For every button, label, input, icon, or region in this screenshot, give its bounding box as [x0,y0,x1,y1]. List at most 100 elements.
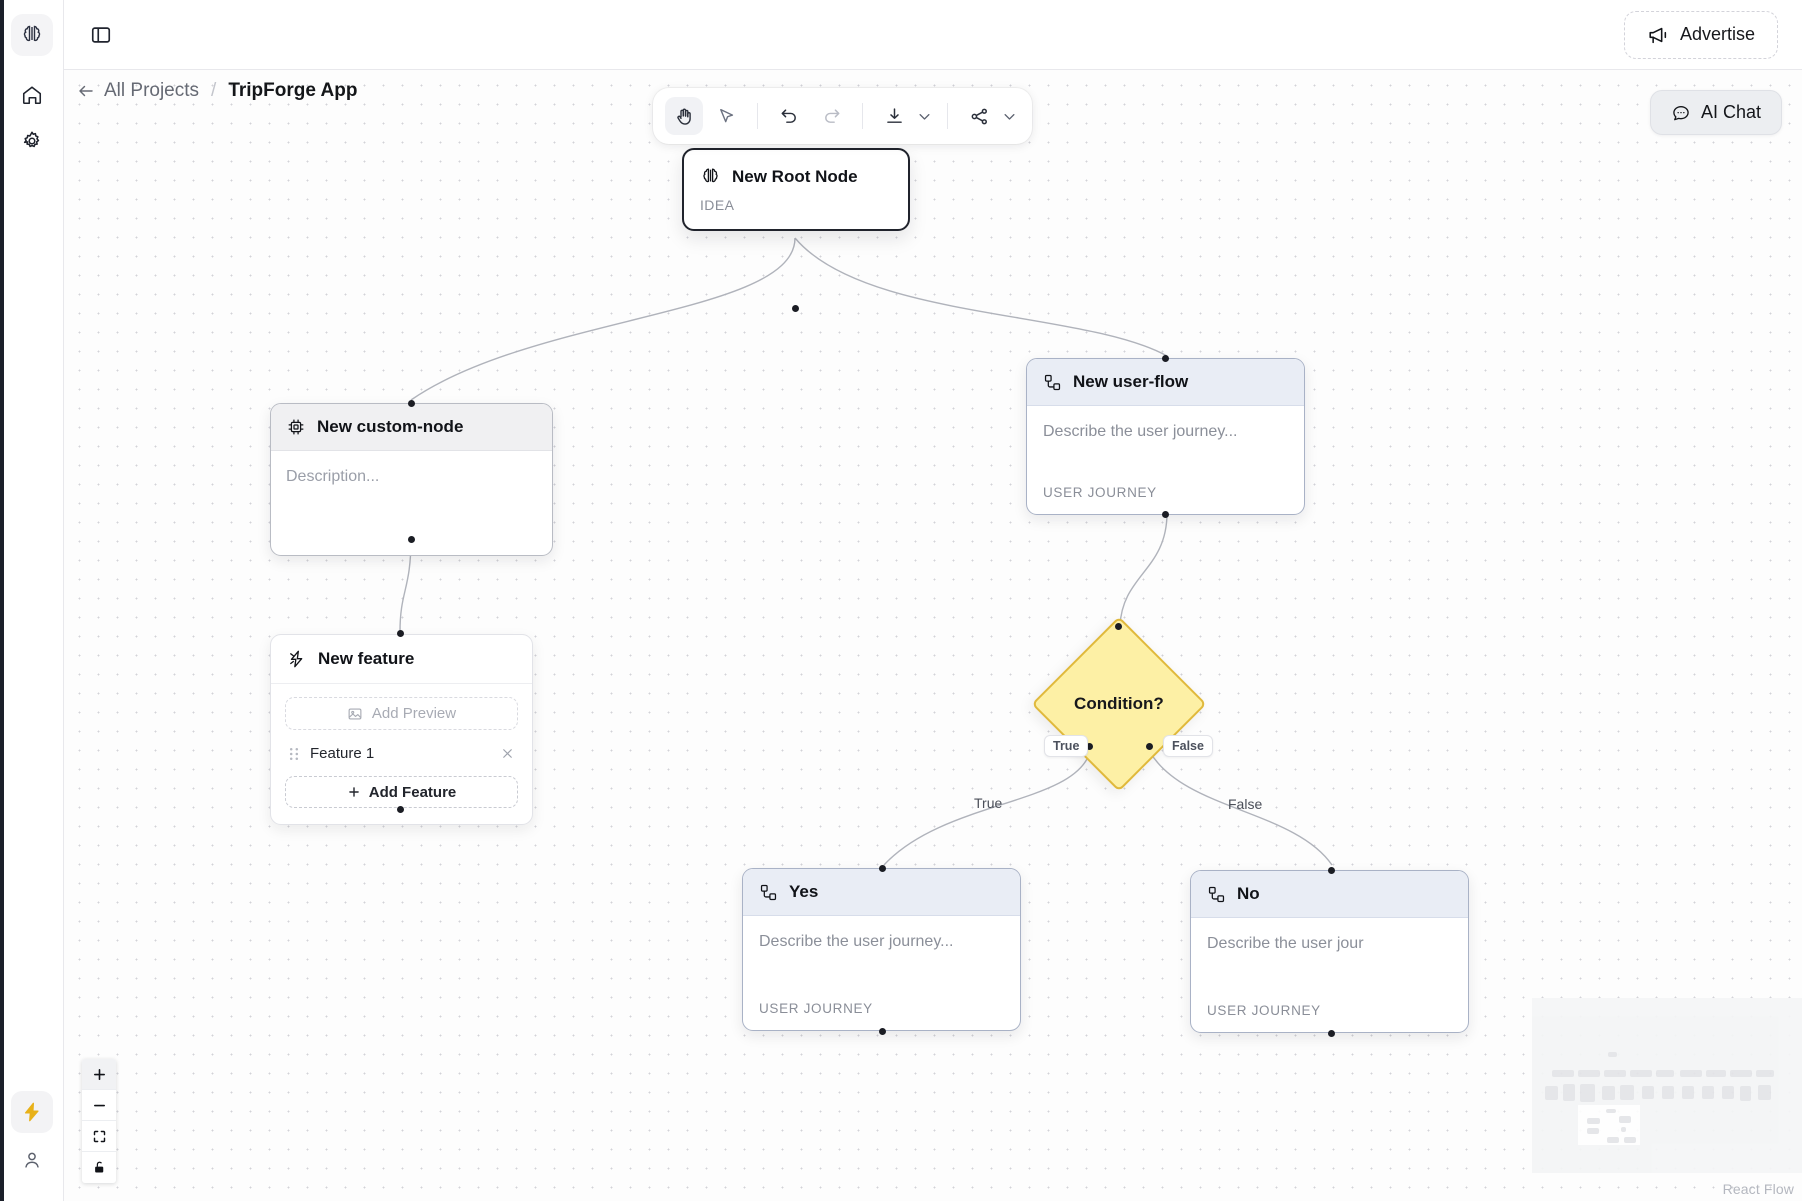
minimap-node [1706,1070,1726,1077]
minimap-node [1606,1109,1616,1113]
node-yes-header: Yes [743,869,1020,916]
node-feature[interactable]: New feature Add Preview [270,634,533,825]
unlock-icon [92,1160,107,1175]
feature-list-item[interactable]: Feature 1 [285,736,518,771]
minimap-node [1563,1084,1575,1101]
flow-controls [82,1059,116,1183]
node-root-source-handle[interactable] [792,305,799,312]
zoom-in-button[interactable] [82,1059,116,1090]
feature-name[interactable]: Feature 1 [310,745,375,762]
minimap-node [1545,1086,1558,1100]
node-feature-target-handle[interactable] [397,630,404,637]
node-condition-true-handle[interactable] [1086,743,1093,750]
minimap[interactable] [1532,998,1802,1173]
node-root[interactable]: New Root Node IDEA [682,148,910,231]
download-icon [884,106,905,127]
add-preview-button[interactable]: Add Preview [285,697,518,730]
brain-logo-icon[interactable] [10,14,53,56]
node-user-flow-description[interactable]: Describe the user journey... [1043,423,1238,440]
node-user-flow-target-handle[interactable] [1162,355,1169,362]
drag-handle-icon[interactable] [288,746,300,762]
minimap-node [1756,1070,1774,1077]
node-no-description[interactable]: Describe the user jour [1207,935,1364,952]
node-user-flow-header: New user-flow [1027,359,1304,406]
fit-view-button[interactable] [82,1121,116,1152]
minimap-node [1602,1086,1615,1100]
sidebar-item-home[interactable] [11,74,53,116]
ai-chat-button[interactable]: AI Chat [1649,90,1782,135]
cursor-arrow-icon [716,106,737,127]
chevron-down-icon [1002,109,1017,124]
node-yes-target-handle[interactable] [879,865,886,872]
minimap-node [1620,1085,1634,1100]
download-button[interactable] [875,97,913,135]
node-user-flow-source-handle[interactable] [1162,511,1169,518]
download-dropdown-caret[interactable] [913,97,935,135]
workflow-icon [1043,373,1062,392]
node-custom[interactable]: New custom-node Description... [270,403,553,556]
zoom-out-button[interactable] [82,1090,116,1121]
add-feature-button[interactable]: Add Feature [285,776,518,808]
workflow-icon [1207,885,1226,904]
share-button[interactable] [960,97,998,135]
hand-icon [674,106,695,127]
breadcrumb-all-projects-link[interactable]: All Projects [77,80,199,102]
undo-button[interactable] [770,97,808,135]
minimap-node [1730,1070,1752,1077]
node-yes-description[interactable]: Describe the user journey... [759,933,954,950]
sidebar-item-settings[interactable] [11,120,53,162]
node-custom-source-handle[interactable] [408,536,415,543]
minimap-node [1578,1070,1600,1077]
node-feature-body: Add Preview Feature 1 [271,684,532,824]
brain-icon [700,166,721,187]
toggle-interactivity-button[interactable] [82,1152,116,1183]
toolbar-divider [862,103,863,129]
node-yes-spacer [743,951,1020,987]
breadcrumb: All Projects / TripForge App [77,80,357,102]
minimap-node [1758,1085,1771,1100]
node-condition-target-handle[interactable] [1115,623,1122,630]
fit-view-icon [92,1129,107,1144]
node-root-header: New Root Node [684,150,908,191]
node-user-flow[interactable]: New user-flow Describe the user journey.… [1026,358,1305,515]
flow-canvas[interactable]: All Projects / TripForge App [64,70,1802,1201]
minimap-node [1702,1086,1714,1099]
node-yes-source-handle[interactable] [879,1028,886,1035]
edge-label-true: True [974,795,1003,811]
node-condition[interactable]: Condition? [1031,616,1207,792]
node-no[interactable]: No Describe the user jour USER JOURNEY [1190,870,1469,1033]
node-no-source-handle[interactable] [1328,1030,1335,1037]
sidebar-item-upgrade[interactable] [10,1091,53,1133]
select-tool-button[interactable] [707,97,745,135]
node-no-kind: USER JOURNEY [1207,1003,1321,1018]
node-no-title: No [1237,884,1260,903]
pan-tool-button[interactable] [665,97,703,135]
close-icon[interactable] [500,746,515,761]
redo-button[interactable] [812,97,850,135]
react-flow-attribution[interactable]: React Flow [1722,1181,1794,1197]
minimap-node [1624,1137,1636,1143]
edge-root-to-user-flow [794,237,1168,357]
node-custom-target-handle[interactable] [408,400,415,407]
share-dropdown-caret[interactable] [998,97,1020,135]
node-custom-description[interactable]: Description... [286,468,380,485]
node-feature-title: New feature [318,649,415,668]
node-yes-kind: USER JOURNEY [759,1001,873,1016]
image-icon [347,706,363,722]
minimap-node [1722,1086,1734,1099]
node-no-header: No [1191,871,1468,918]
node-feature-source-handle[interactable] [397,806,404,813]
minimap-node [1587,1118,1600,1124]
sidebar-item-account[interactable] [11,1139,53,1181]
node-feature-header: New feature [271,635,532,684]
advertise-button[interactable]: Advertise [1623,10,1778,59]
node-condition-false-handle[interactable] [1146,743,1153,750]
minimap-node [1580,1084,1595,1102]
sidebar-panel-icon[interactable] [84,18,118,52]
breadcrumb-back-label: All Projects [104,80,200,101]
node-no-target-handle[interactable] [1328,867,1335,874]
cpu-chip-icon [286,417,306,437]
edge-root-to-custom [410,237,796,401]
node-yes[interactable]: Yes Describe the user journey... USER JO… [742,868,1021,1031]
canvas-toolbar [653,88,1032,144]
